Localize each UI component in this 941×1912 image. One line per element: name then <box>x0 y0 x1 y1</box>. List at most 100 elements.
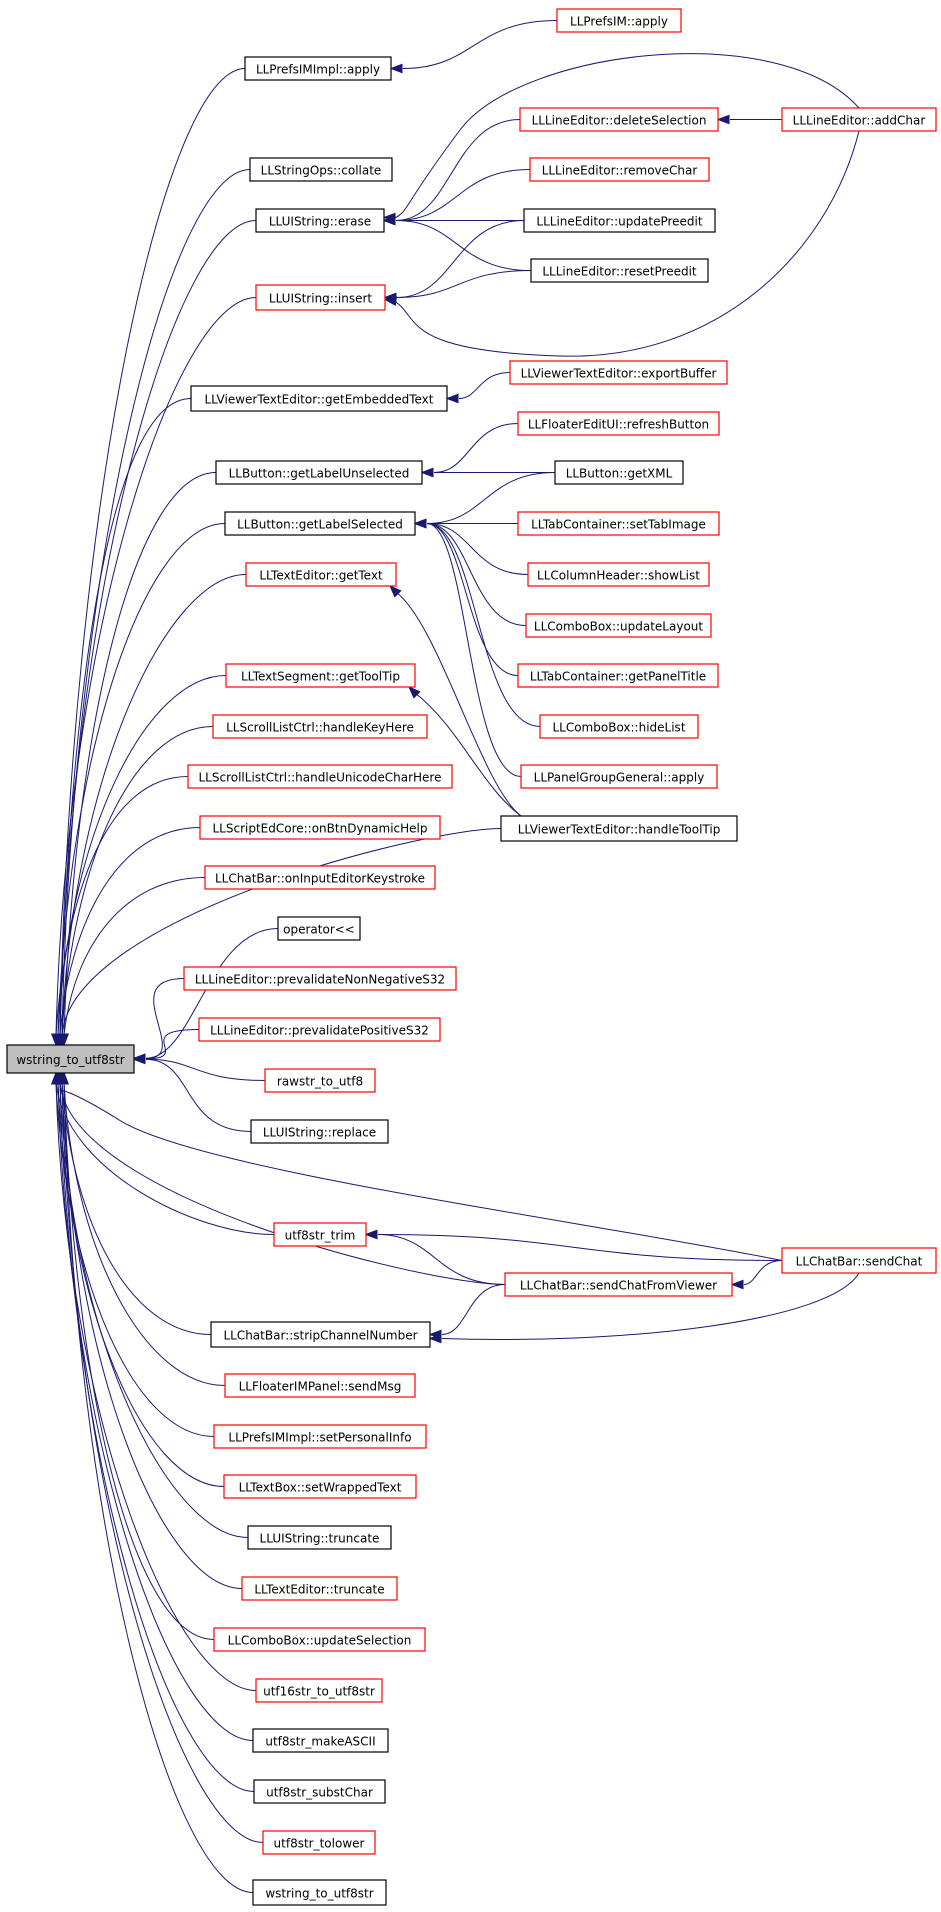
node-utf8str-substchar[interactable]: utf8str_substChar <box>253 1779 386 1804</box>
node-uistring-truncate[interactable]: LLUIString::truncate <box>247 1525 392 1550</box>
edge-line <box>441 1272 860 1340</box>
node-floaterimpanel-sendmsg[interactable]: LLFloaterIMPanel::sendMsg <box>224 1373 416 1398</box>
edge-line <box>395 119 521 221</box>
node-box <box>509 360 728 385</box>
node-prefsimimpl-setpersonalinfo[interactable]: LLPrefsIMImpl::setPersonalInfo <box>213 1424 427 1449</box>
edge-line <box>393 53 860 219</box>
node-box <box>277 916 361 941</box>
node-combobox-hidelist[interactable]: LLComboBox::hideList <box>539 714 699 739</box>
edge-line <box>59 1082 255 1792</box>
edge-textbox-setwrappedtext-to-root <box>53 1071 225 1487</box>
edge-line <box>55 297 257 1036</box>
node-box <box>224 1373 416 1398</box>
node-rawstr-to-utf8[interactable]: rawstr_to_utf8 <box>264 1068 376 1093</box>
node-chatbar-oninputeditorkeystroke[interactable]: LLChatBar::onInputEditorKeystroke <box>204 865 436 890</box>
edge-line <box>396 220 525 298</box>
edge-line <box>63 1082 215 1640</box>
node-box <box>255 208 385 233</box>
node-utf8str-makeascii[interactable]: utf8str_makeASCII <box>252 1728 389 1753</box>
node-wstring-to-utf8str-2[interactable]: wstring_to_utf8str <box>252 1879 387 1906</box>
node-label: LLViewerTextEditor::getEmbeddedText <box>205 393 434 407</box>
node-label: utf16str_to_utf8str <box>263 1685 375 1699</box>
node-panelgroupgeneral-apply[interactable]: LLPanelGroupGeneral::apply <box>520 764 718 789</box>
node-button-getxml[interactable]: LLButton::getXML <box>554 460 684 485</box>
arrowhead <box>383 292 397 303</box>
edge-line <box>63 1082 226 1386</box>
node-label: utf8str_makeASCII <box>265 1735 375 1749</box>
node-tabcontainer-settabimage[interactable]: LLTabContainer::setTabImage <box>517 511 720 536</box>
node-lineeditor-prevalidatepositives32[interactable]: LLLineEditor::prevalidatePositiveS32 <box>198 1017 441 1042</box>
node-label: LLLineEditor::resetPreedit <box>542 265 697 279</box>
node-label: LLTextSegment::getToolTip <box>241 670 400 684</box>
node-combobox-updateselection[interactable]: LLComboBox::updateSelection <box>213 1627 426 1652</box>
node-box <box>6 1044 135 1074</box>
node-uistring-erase[interactable]: LLUIString::erase <box>255 208 385 233</box>
node-label: LLChatBar::sendChatFromViewer <box>520 1279 717 1293</box>
node-label: LLTabContainer::getPanelTitle <box>530 670 706 684</box>
edge-prefsimimpl-apply-to-root <box>55 68 246 1047</box>
node-combobox-updatelayout[interactable]: LLComboBox::updateLayout <box>525 613 712 638</box>
edge-line <box>55 1082 275 1235</box>
node-prefsimimpl-apply[interactable]: LLPrefsIMImpl::apply <box>244 56 392 81</box>
node-scriptedcore-onbtndynamichelp[interactable]: LLScriptEdCore::onBtnDynamicHelp <box>199 815 441 840</box>
node-box <box>527 562 710 587</box>
node-uistring-replace[interactable]: LLUIString::replace <box>250 1119 389 1144</box>
node-box <box>500 815 738 842</box>
node-label: LLPrefsIMImpl::apply <box>256 63 380 77</box>
node-label: LLLineEditor::updatePreedit <box>536 215 702 229</box>
node-scrolllistctrl-handleunicodecharhere[interactable]: LLScrollListCtrl::handleUnicodeCharHere <box>187 764 453 789</box>
edge-columnheader-showlist-to-button-getlabelselected <box>413 518 529 575</box>
edge-viewertexteditor-handletooltip-to-textsegment-gettooltip <box>408 686 522 817</box>
node-box <box>520 764 718 789</box>
node-prefsim-apply[interactable]: LLPrefsIM::apply <box>556 8 682 33</box>
node-lineeditor-prevalidatenonnegatives32[interactable]: LLLineEditor::prevalidateNonNegativeS32 <box>183 966 457 991</box>
node-floatereditui-refreshbutton[interactable]: LLFloaterEditUI::refreshButton <box>517 411 720 436</box>
node-utf16str-to-utf8str[interactable]: utf16str_to_utf8str <box>255 1678 383 1703</box>
node-lineeditor-updatepreedit[interactable]: LLLineEditor::updatePreedit <box>523 208 716 233</box>
node-textbox-setwrappedtext[interactable]: LLTextBox::setWrappedText <box>223 1474 417 1499</box>
node-viewertexteditor-exportbuffer[interactable]: LLViewerTextEditor::exportBuffer <box>509 360 728 385</box>
edge-line <box>59 1082 249 1538</box>
node-textsegment-gettooltip[interactable]: LLTextSegment::getToolTip <box>225 663 416 688</box>
node-tabcontainer-getpaneltitle[interactable]: LLTabContainer::getPanelTitle <box>517 663 719 688</box>
node-viewertexteditor-handletooltip[interactable]: LLViewerTextEditor::handleToolTip <box>500 815 738 842</box>
node-label: LLUIString::insert <box>269 292 373 306</box>
node-box <box>250 1119 389 1144</box>
edge-line <box>426 523 529 575</box>
edge-chatbar-oninputeditorkeystroke-to-root <box>59 877 206 1047</box>
arrowhead <box>413 518 427 529</box>
node-button-getlabelselected[interactable]: LLButton::getLabelSelected <box>224 511 416 536</box>
node-box <box>517 511 720 536</box>
node-box <box>523 208 716 233</box>
node-scrolllistctrl-handlekeyhere[interactable]: LLScrollListCtrl::handleKeyHere <box>212 714 428 739</box>
node-root[interactable]: wstring_to_utf8str <box>6 1044 135 1074</box>
node-lineeditor-removechar[interactable]: LLLineEditor::removeChar <box>529 157 710 182</box>
edge-line <box>414 692 522 817</box>
edge-uistring-truncate-to-root <box>55 1071 249 1538</box>
node-chatbar-sendchatfromviewer[interactable]: LLChatBar::sendChatFromViewer <box>504 1272 733 1297</box>
node-label: LLUIString::erase <box>269 215 371 229</box>
node-box <box>525 613 712 638</box>
node-chatbar-sendchat[interactable]: LLChatBar::sendChat <box>781 1247 937 1274</box>
node-texteditor-truncate[interactable]: LLTextEditor::truncate <box>241 1576 398 1601</box>
node-operator-lshift[interactable]: operator<< <box>277 916 361 941</box>
node-label: wstring_to_utf8str <box>16 1053 124 1067</box>
node-columnheader-showlist[interactable]: LLColumnHeader::showList <box>527 562 710 587</box>
node-texteditor-gettext[interactable]: LLTextEditor::getText <box>245 562 397 587</box>
node-stringops-collate[interactable]: LLStringOps::collate <box>249 157 393 182</box>
node-lineeditor-resetpreedit[interactable]: LLLineEditor::resetPreedit <box>530 258 709 283</box>
node-chatbar-stripchannelnumber[interactable]: LLChatBar::stripChannelNumber <box>210 1321 431 1348</box>
node-button-getlabelunselected[interactable]: LLButton::getLabelUnselected <box>215 460 423 485</box>
edge-line <box>57 1082 254 1741</box>
node-lineeditor-addchar[interactable]: LLLineEditor::addChar <box>781 107 937 132</box>
node-label: LLComboBox::updateLayout <box>534 620 704 634</box>
node-label: LLButton::getLabelUnselected <box>229 467 410 481</box>
node-box <box>241 1576 398 1601</box>
node-utf8str-trim[interactable]: utf8str_trim <box>273 1222 367 1247</box>
node-box <box>204 865 436 890</box>
node-uistring-insert[interactable]: LLUIString::insert <box>255 284 386 311</box>
node-viewertexteditor-getembeddedtext[interactable]: LLViewerTextEditor::getEmbeddedText <box>190 385 448 412</box>
node-box <box>252 1728 389 1753</box>
node-utf8str-tolower[interactable]: utf8str_tolower <box>262 1830 376 1855</box>
node-lineeditor-deleteselection[interactable]: LLLineEditor::deleteSelection <box>519 107 719 132</box>
